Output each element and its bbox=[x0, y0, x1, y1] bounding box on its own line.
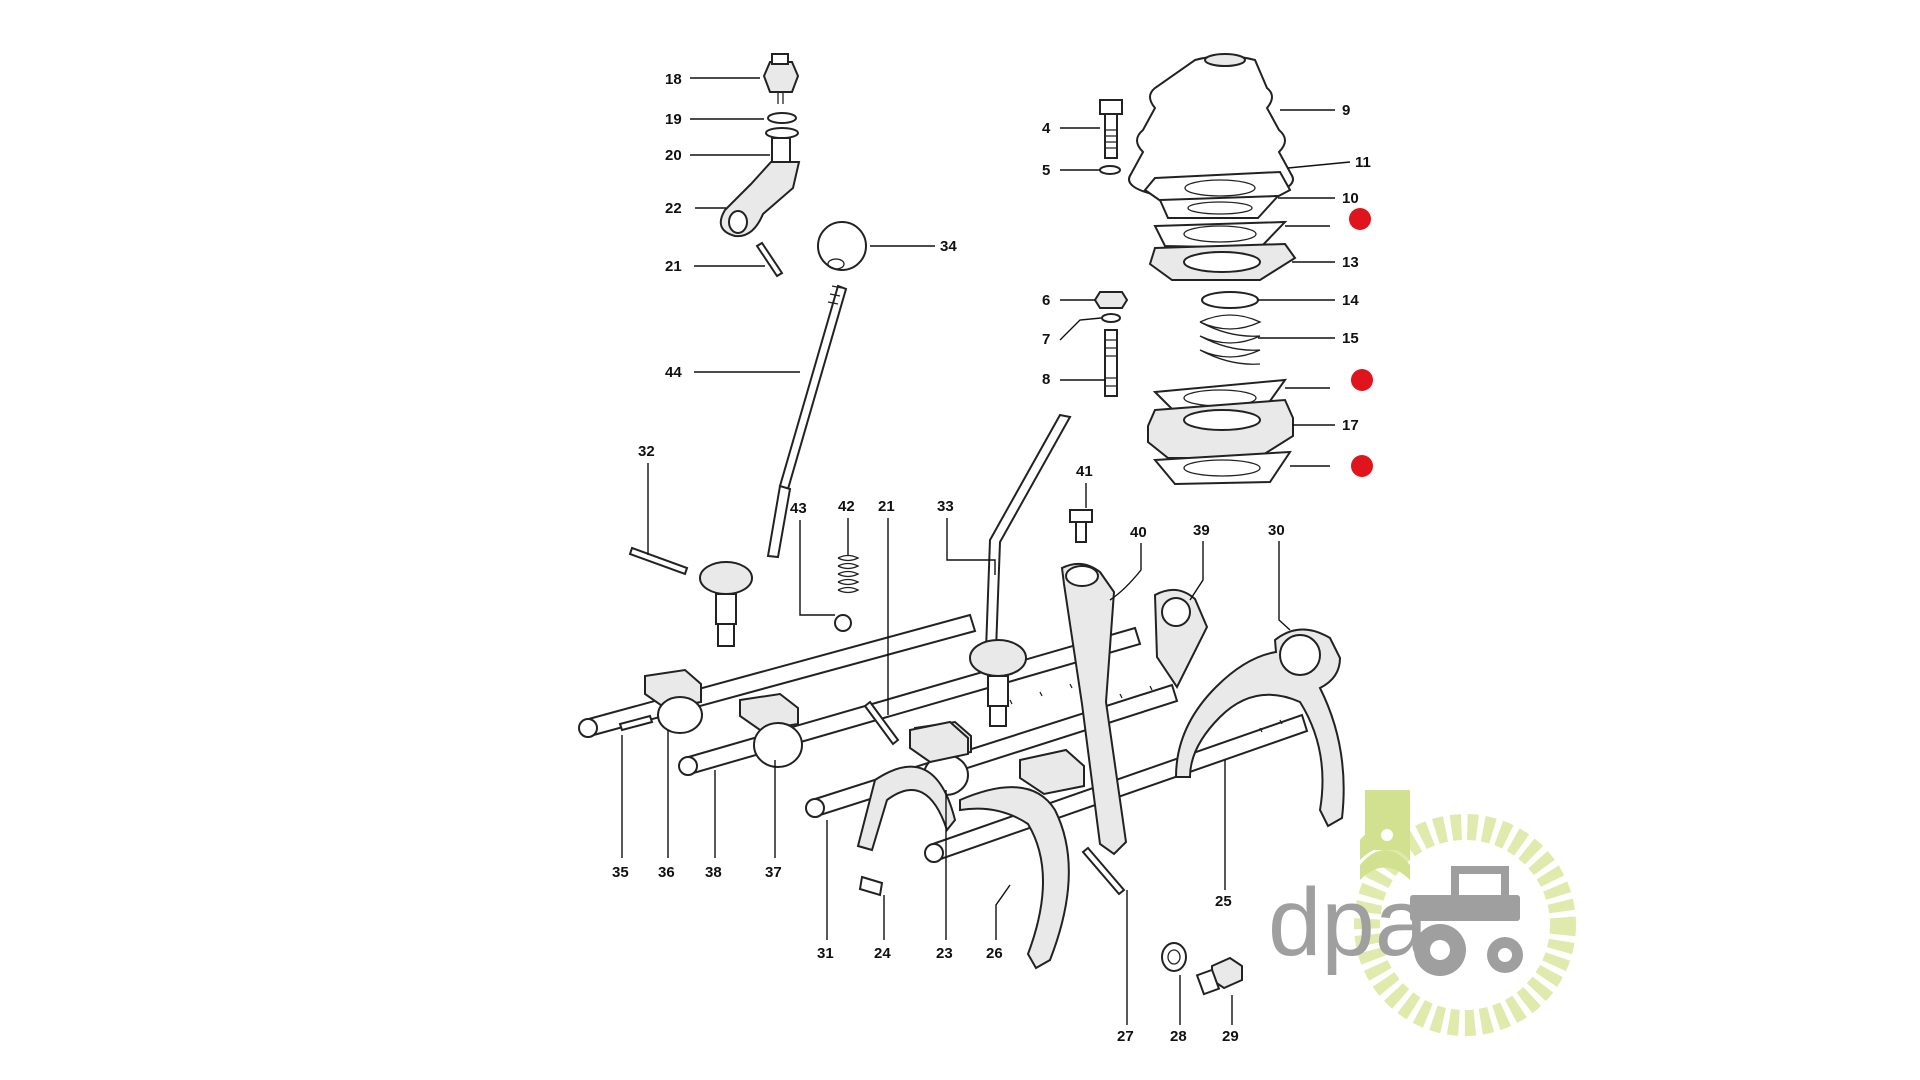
red-marker-dot bbox=[1351, 455, 1373, 477]
highlight-markers bbox=[1349, 208, 1373, 477]
part-label: 19 bbox=[665, 111, 682, 128]
part-label: 43 bbox=[790, 500, 807, 517]
part-label: 32 bbox=[638, 443, 655, 460]
shift-rail-assembly bbox=[578, 413, 1345, 996]
red-marker-dot bbox=[1349, 208, 1371, 230]
bolt-parts bbox=[1069, 99, 1129, 543]
part-label: 21 bbox=[878, 498, 895, 515]
part-label: 30 bbox=[1268, 522, 1285, 539]
part-label: 41 bbox=[1076, 463, 1093, 480]
part-label: 6 bbox=[1042, 292, 1050, 309]
tractor-icon bbox=[1410, 866, 1523, 976]
part-label: 4 bbox=[1042, 120, 1051, 137]
part-label: 31 bbox=[817, 945, 834, 962]
part-label: 20 bbox=[665, 147, 682, 164]
part-label: 42 bbox=[838, 498, 855, 515]
part-label: 23 bbox=[936, 945, 953, 962]
part-label: 29 bbox=[1222, 1028, 1239, 1045]
dpa-watermark-logo: dpa bbox=[1268, 790, 1576, 1036]
part-label: 28 bbox=[1170, 1028, 1187, 1045]
part-label: 26 bbox=[986, 945, 1003, 962]
part-labels: 18 19 20 22 21 34 44 32 43 42 21 33 41 4… bbox=[612, 71, 1371, 1045]
part-label: 27 bbox=[1117, 1028, 1134, 1045]
part-label: 33 bbox=[937, 498, 954, 515]
part-label: 5 bbox=[1042, 162, 1050, 179]
part-label: 13 bbox=[1342, 254, 1359, 271]
shift-knob-parts bbox=[628, 53, 867, 647]
part-label: 40 bbox=[1130, 524, 1147, 541]
part-label: 34 bbox=[940, 238, 957, 255]
part-label: 15 bbox=[1342, 330, 1359, 347]
dpa-wordmark: dpa bbox=[1268, 869, 1429, 976]
part-label: 7 bbox=[1042, 331, 1050, 348]
part-label: 22 bbox=[665, 200, 682, 217]
part-label: 10 bbox=[1342, 190, 1359, 207]
part-label: 37 bbox=[765, 864, 782, 881]
part-label: 35 bbox=[612, 864, 629, 881]
part-label: 11 bbox=[1355, 154, 1371, 171]
shift-ball-knob bbox=[817, 221, 867, 271]
part-label: 38 bbox=[705, 864, 722, 881]
part-label: 44 bbox=[665, 364, 682, 381]
part-label: 8 bbox=[1042, 371, 1050, 388]
leader-lines bbox=[621, 77, 1351, 1025]
part-label: 18 bbox=[665, 71, 682, 88]
part-label: 21 bbox=[665, 258, 682, 275]
wheat-emblem-icon bbox=[1360, 790, 1410, 880]
part-label: 39 bbox=[1193, 522, 1210, 539]
part-label: 9 bbox=[1342, 102, 1350, 119]
part-label: 36 bbox=[658, 864, 675, 881]
part-label: 25 bbox=[1215, 893, 1232, 910]
part-label: 24 bbox=[874, 945, 891, 962]
red-marker-dot bbox=[1351, 369, 1373, 391]
boot-and-gaskets bbox=[1128, 53, 1297, 486]
part-label: 14 bbox=[1342, 292, 1359, 309]
part-label: 17 bbox=[1342, 417, 1359, 434]
